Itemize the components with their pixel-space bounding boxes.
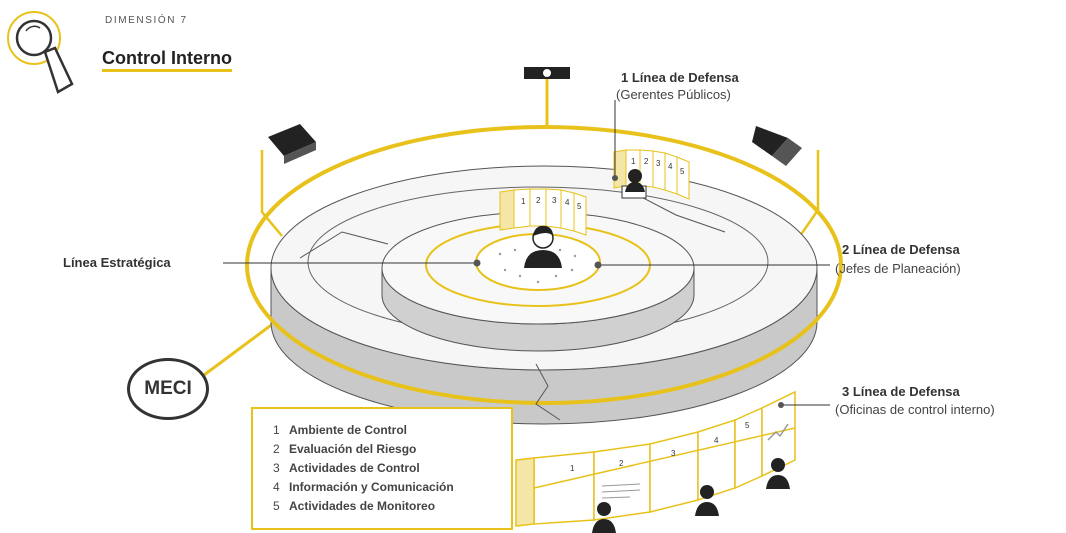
wall-panel-number: 4 <box>714 436 719 445</box>
camera-icon-top <box>524 67 570 128</box>
wall-panel-number: 1 <box>570 464 575 473</box>
panel-number-labels: 1 2 3 4 5 1 2 3 4 5 1 2 3 4 5 <box>521 157 750 473</box>
linea3-subtitle: (Oficinas de control interno) <box>835 402 995 417</box>
line1-panel-number: 1 <box>631 157 636 166</box>
legend-number: 1 <box>273 423 280 437</box>
page-title: Control Interno <box>102 48 232 72</box>
center-panel-number: 4 <box>565 198 570 207</box>
magnifier-icon <box>7 11 74 94</box>
legend-text: Evaluación del Riesgo <box>289 442 417 456</box>
center-panel-number: 1 <box>521 197 526 206</box>
camera-icon-left <box>260 124 316 237</box>
line1-panel-number: 4 <box>668 162 673 171</box>
line1-panel-number: 5 <box>680 167 685 176</box>
wall-panel-number: 2 <box>619 459 624 468</box>
linea2-subtitle: (Jefes de Planeación) <box>835 261 961 276</box>
wall-panel-number: 5 <box>745 421 750 430</box>
linea3-title: 3 Línea de Defensa <box>842 384 960 399</box>
line1-panel-number: 2 <box>644 157 649 166</box>
outer-wall-panels <box>515 390 796 527</box>
legend-number: 4 <box>273 480 280 494</box>
legend-text: Información y Comunicación <box>289 480 454 494</box>
center-panel-number: 3 <box>552 196 557 205</box>
dimension-label: DIMENSIÓN 7 <box>105 15 188 26</box>
person-icon-bottom <box>592 458 790 533</box>
legend-item: 2 Evaluación del Riesgo <box>273 440 511 459</box>
linea1-title: 1 Línea de Defensa <box>621 70 739 85</box>
wall-panel-number: 3 <box>671 449 676 458</box>
person-icon-center <box>524 225 562 268</box>
person-icon-line1 <box>621 169 647 199</box>
legend-item: 5 Actividades de Monitoreo <box>273 497 511 516</box>
linea2-title: 2 Línea de Defensa <box>842 242 960 257</box>
center-panels <box>499 188 587 236</box>
legend-item: 4 Información y Comunicación <box>273 478 511 497</box>
trend-icon <box>767 423 789 441</box>
line1-panels <box>613 149 690 200</box>
legend-text: Actividades de Control <box>289 461 420 475</box>
legend-number: 3 <box>273 461 280 475</box>
legend-number: 2 <box>273 442 280 456</box>
center-panel-number: 2 <box>536 196 541 205</box>
linea-estrategica-label: Línea Estratégica <box>63 255 171 270</box>
center-panel-number: 5 <box>577 202 582 211</box>
legend-number: 5 <box>273 499 280 513</box>
meci-badge: MECI <box>127 358 209 420</box>
legend-item: 1 Ambiente de Control <box>273 421 511 440</box>
meci-ring <box>245 125 843 405</box>
legend-text: Ambiente de Control <box>289 423 408 437</box>
legend-text: Actividades de Monitoreo <box>289 499 436 513</box>
linea1-subtitle: (Gerentes Públicos) <box>616 87 731 102</box>
legend-box: 1 Ambiente de Control 2 Evaluación del Rie… <box>251 407 513 530</box>
line1-panel-number: 3 <box>656 159 661 168</box>
legend-item: 3 Actividades de Control <box>273 459 511 478</box>
